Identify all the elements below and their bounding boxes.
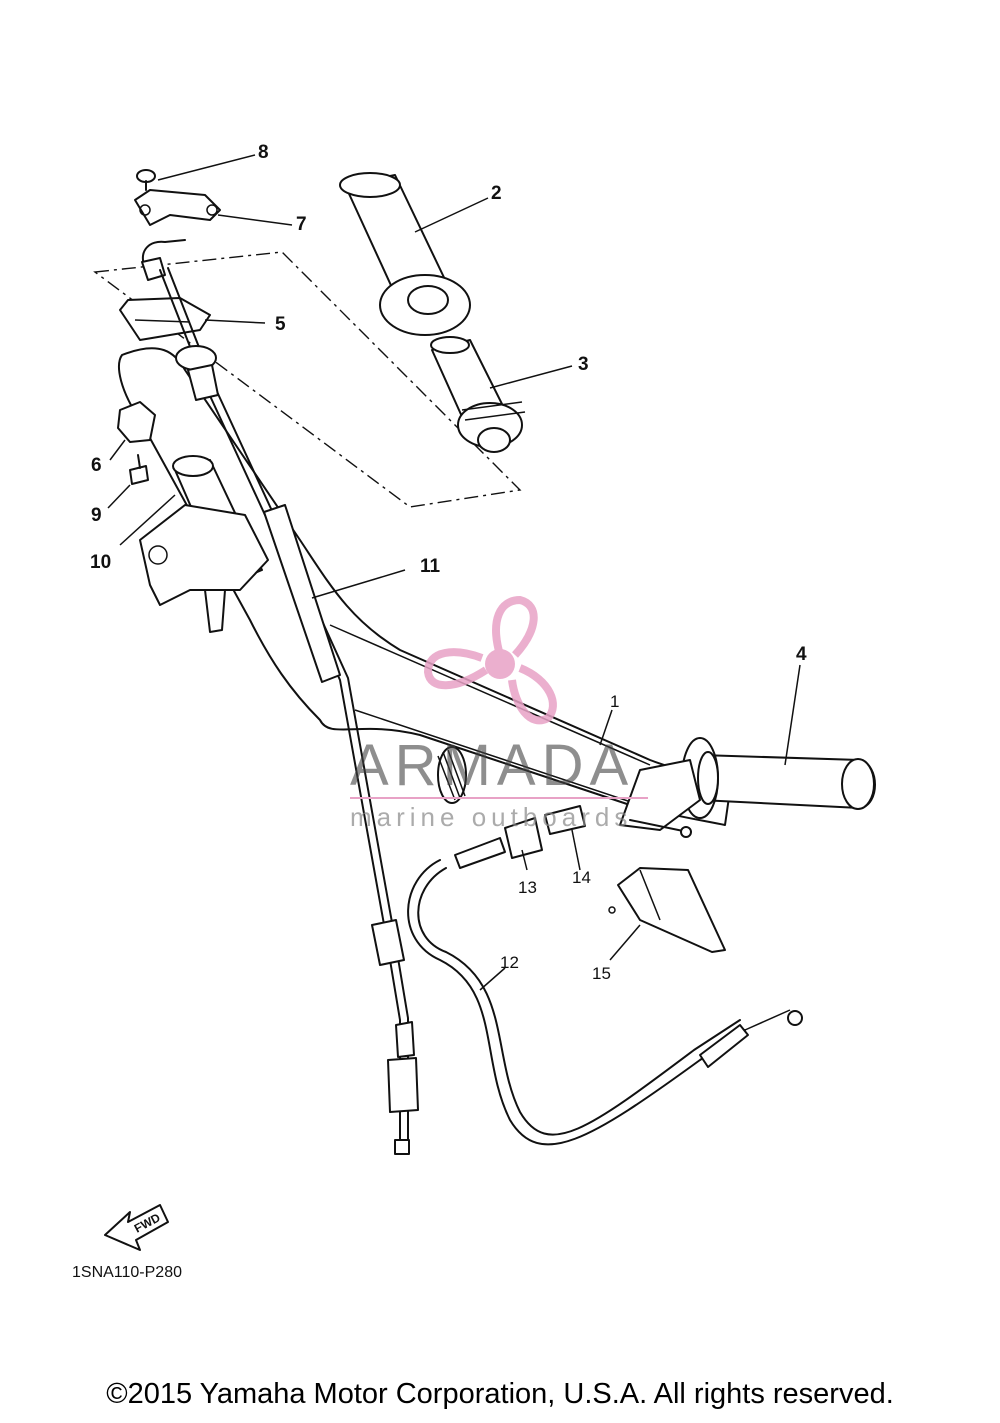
- callout-3: 3: [578, 354, 589, 375]
- right-grip: [681, 737, 876, 819]
- fwd-arrow-icon: FWD: [104, 1204, 169, 1251]
- callout-13: 13: [518, 878, 537, 897]
- armada-watermark: ARMADA marine outboards: [350, 595, 648, 832]
- throttle-tube: [430, 336, 526, 453]
- screw-8: [136, 169, 156, 191]
- callout-11: 11: [420, 556, 441, 577]
- callout-2: 2: [491, 183, 502, 204]
- watermark-title: ARMADA: [350, 733, 634, 798]
- callout-14: 14: [572, 868, 591, 887]
- cable-elbow: [141, 239, 186, 281]
- copyright-notice: ©2015 Yamaha Motor Corporation, U.S.A. A…: [106, 1378, 894, 1410]
- throttle-housing: [119, 297, 211, 341]
- callout-12: 12: [500, 953, 519, 972]
- group-frame: [93, 251, 522, 508]
- callout-9: 9: [91, 505, 102, 526]
- callout-10: 10: [90, 552, 111, 573]
- clutch-cable: [407, 859, 803, 1146]
- diagram-code: 1SNA110-P280: [72, 1264, 182, 1281]
- callout-6: 6: [91, 455, 102, 476]
- leader-lines: [107, 154, 801, 991]
- callout-7: 7: [296, 214, 307, 235]
- cable-adjuster: [454, 805, 586, 869]
- switch-cover: [117, 401, 156, 443]
- handlebar-knurl: [437, 746, 467, 804]
- throttle-cable: [159, 267, 419, 1155]
- callout-4: 4: [796, 644, 807, 665]
- left-grip: [339, 172, 471, 336]
- throttle-housing-cap: [134, 189, 221, 226]
- callout-labels: 8 7 5 2 3 6 9 10 11 1 4 12 13 14 15: [90, 142, 807, 983]
- callout-5: 5: [275, 314, 286, 335]
- screw-9: [129, 454, 149, 485]
- clutch-lever-holder: [139, 504, 269, 633]
- lever-guard: [608, 867, 726, 953]
- propeller-logo-icon: [423, 595, 557, 725]
- callout-1: 1: [610, 692, 619, 711]
- callout-8: 8: [258, 142, 269, 163]
- watermark-subtitle: marine outboards: [350, 802, 632, 832]
- clutch-perch: [619, 759, 701, 838]
- callout-15: 15: [592, 964, 611, 983]
